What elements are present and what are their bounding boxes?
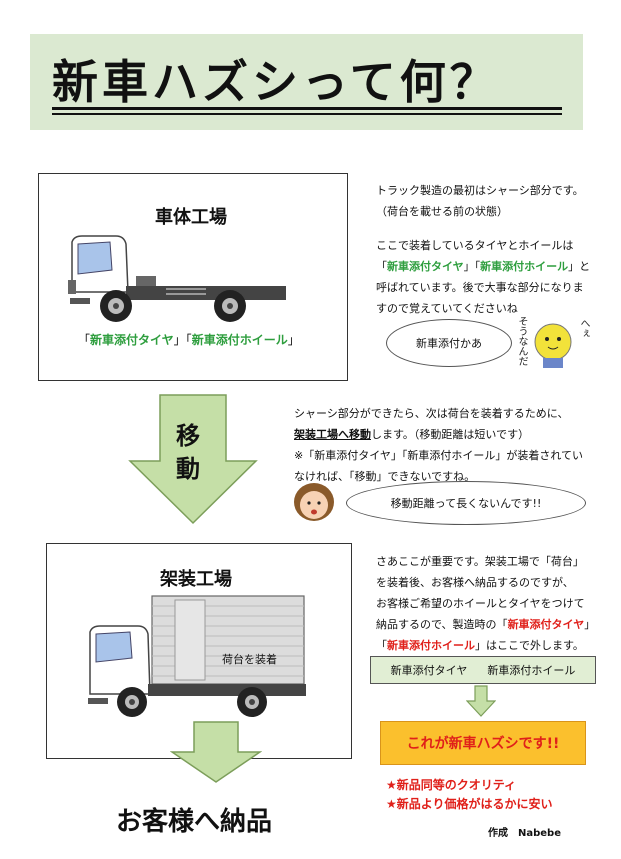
speech-bubble-1: 新車添付かあ bbox=[386, 319, 512, 367]
benefit-price: ★新品より価格がはるかに安い bbox=[386, 797, 553, 811]
removed-parts-box: 新車添付タイヤ 新車添付ホイール bbox=[370, 656, 596, 684]
yellow-character-icon bbox=[534, 323, 572, 368]
delivery-label: お客様へ納品 bbox=[116, 807, 273, 837]
speech-bubble-2: 移動距離って長くないんです!! bbox=[346, 481, 586, 525]
benefit-quality: ★新品同等のクオリティ bbox=[386, 778, 517, 792]
page-title: 新車ハズシって何？ bbox=[52, 55, 500, 109]
explain2-text: さあここが重要です。架装工場で「荷台」 を装着後、お客様へ納品するのですが、 お… bbox=[376, 555, 596, 652]
move-label-2: 動 bbox=[176, 455, 200, 483]
move-label-1: 移 bbox=[176, 422, 200, 450]
explain1-text: トラック製造の最初はシャーシ部分です。 （荷台を載せる前の状態） ここで装着して… bbox=[376, 184, 591, 315]
title-underline-2 bbox=[52, 113, 562, 115]
box-wheel-label: 新車添付ホイール bbox=[487, 664, 576, 677]
highlight-box: これが新車ハズシです!! bbox=[380, 721, 586, 765]
move-explain-text: シャーシ部分ができたら、次は荷台を装着するために、 架装工場へ移動します。（移動… bbox=[294, 407, 584, 483]
box-tire-label: 新車添付タイヤ bbox=[390, 664, 468, 677]
author-credit: 作成 Nabebe bbox=[488, 828, 561, 839]
move-arrow bbox=[128, 394, 258, 525]
cargo-label: 荷台を装着 bbox=[222, 653, 277, 666]
woman-face-icon bbox=[294, 483, 334, 521]
body-factory-heading: 架装工場 bbox=[160, 569, 232, 590]
chassis-factory-heading: 車体工場 bbox=[155, 207, 227, 228]
small-down-arrow bbox=[466, 685, 496, 717]
sticker-text: そうなんだ bbox=[516, 316, 527, 366]
box-truck-illustration bbox=[88, 595, 306, 717]
chassis-truck-illustration bbox=[68, 235, 286, 322]
delivery-arrow bbox=[170, 721, 262, 783]
title-underline bbox=[52, 107, 562, 110]
benefit-points: ★新品同等のクオリティ ★新品より価格がはるかに安い bbox=[386, 776, 553, 814]
sticker-text-he: へぇ bbox=[578, 318, 589, 338]
chassis-caption: 「新車添付タイヤ」「新車添付ホイール」 bbox=[78, 333, 300, 347]
